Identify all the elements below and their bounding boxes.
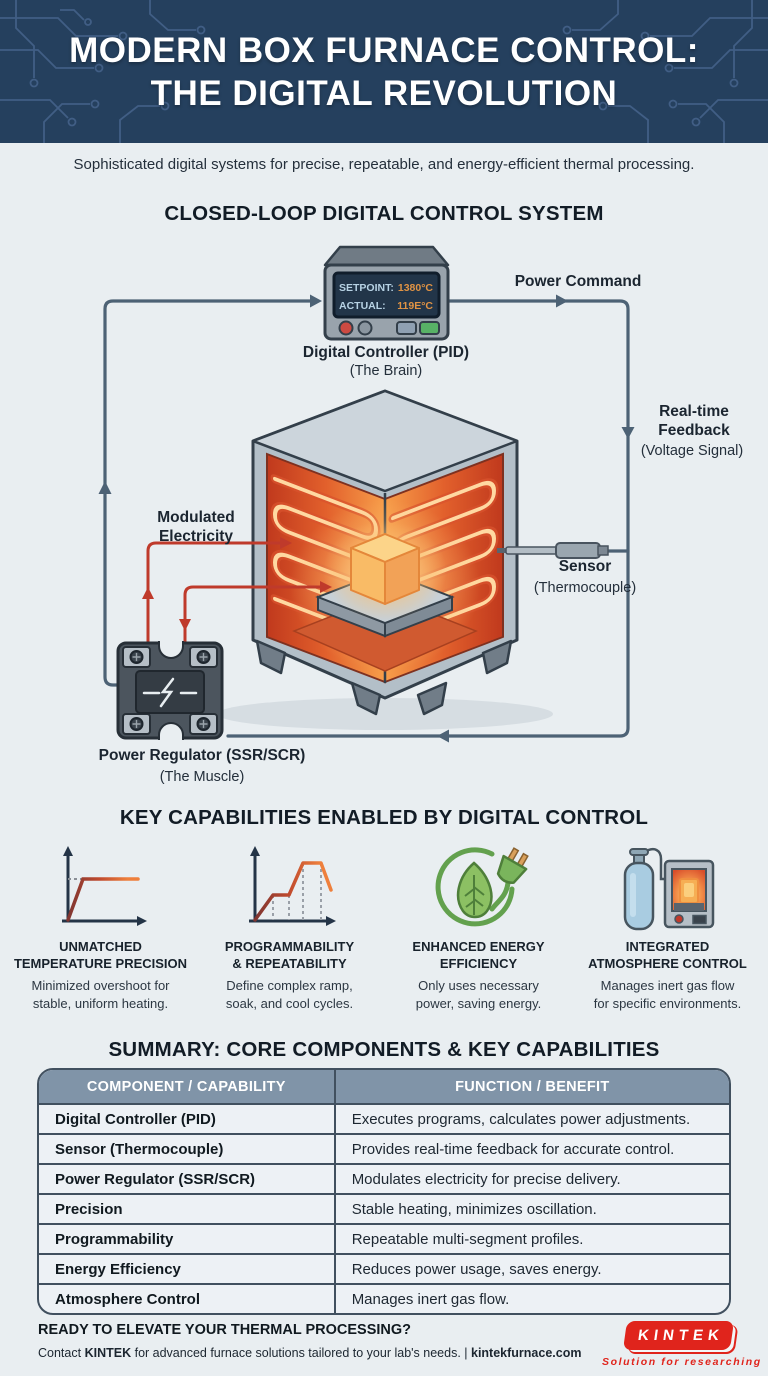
red-arrowheads [142, 537, 332, 631]
control-loop-diagram: SETPOINT: 1380°C ACTUAL: 119E°C [98, 245, 743, 785]
actual-value: 119E°C [397, 300, 433, 312]
setpoint-label: SETPOINT: [339, 282, 394, 294]
loop-arrowheads [98, 294, 635, 743]
table-header-row: COMPONENT / CAPABILITY FUNCTION / BENEFI… [39, 1070, 729, 1103]
website-link[interactable]: kintekfurnace.com [471, 1346, 582, 1360]
feedback-label-line1: Real-time [659, 403, 729, 420]
capability-desc: Define complex ramp,soak, and cool cycle… [225, 978, 354, 1011]
table-row: Sensor (Thermocouple) Provides real-time… [39, 1133, 729, 1163]
page-title: MODERN BOX FURNACE CONTROL: THE DIGITAL … [0, 29, 768, 115]
capability-card-programmability: PROGRAMMABILITY& REPEATABILITY Define co… [195, 842, 384, 1012]
controller-gray-key[interactable] [396, 321, 417, 335]
capability-title: PROGRAMMABILITY& REPEATABILITY [224, 939, 355, 971]
gas-cylinder-furnace-icon [579, 842, 756, 936]
benefit-cell: Modulates electricity for precise delive… [351, 1170, 621, 1188]
kintek-logo-tagline: Solution for researching [602, 1356, 762, 1368]
component-cell: Sensor (Thermocouple) [39, 1135, 336, 1163]
footer-headline: READY TO ELEVATE YOUR THERMAL PROCESSING… [38, 1322, 412, 1338]
ssr-regulator-illustration [116, 641, 224, 740]
intro-subtitle: Sophisticated digital systems for precis… [73, 156, 695, 173]
controller-round-button[interactable] [357, 320, 373, 336]
benefit-cell: Repeatable multi-segment profiles. [351, 1230, 584, 1248]
controller-name-label: Digital Controller (PID) [303, 344, 469, 361]
precision-chart-icon [12, 842, 189, 936]
kintek-logo-wordmark: KINTEK [622, 1321, 734, 1350]
benefit-cell: Reduces power usage, saves energy. [351, 1260, 602, 1278]
column-header-function: FUNCTION / BENEFIT [455, 1078, 610, 1095]
footer-contact-line: Contact KINTEK for advanced furnace solu… [38, 1346, 581, 1360]
table-row: Digital Controller (PID) Executes progra… [39, 1103, 729, 1133]
benefit-cell: Executes programs, calculates power adju… [351, 1110, 691, 1128]
page-title-line1: MODERN BOX FURNACE CONTROL: [69, 31, 699, 70]
capabilities-section-heading: KEY CAPABILITIES ENABLED BY DIGITAL CONT… [119, 806, 649, 829]
component-cell: Programmability [39, 1225, 336, 1253]
component-cell: Power Regulator (SSR/SCR) [39, 1165, 336, 1193]
feedback-label-line2: Feedback [658, 422, 730, 439]
contact-prefix: Contact [38, 1346, 82, 1360]
component-cell: Atmosphere Control [39, 1285, 336, 1313]
feedback-sub-label: (Voltage Signal) [641, 443, 743, 459]
sensor-sub-label: (Thermocouple) [534, 580, 636, 596]
power-command-label: Power Command [515, 273, 642, 290]
page-title-line2: THE DIGITAL REVOLUTION [150, 74, 618, 113]
modulated-label-line2: Electricity [159, 528, 233, 545]
table-row: Energy Efficiency Reduces power usage, s… [39, 1253, 729, 1283]
regulator-sub-label: (The Muscle) [160, 769, 245, 785]
component-cell: Digital Controller (PID) [39, 1105, 336, 1133]
table-row: Precision Stable heating, minimizes osci… [39, 1193, 729, 1223]
header-banner: MODERN BOX FURNACE CONTROL: THE DIGITAL … [0, 0, 768, 143]
workpiece-cube [350, 533, 420, 605]
summary-section-heading: SUMMARY: CORE COMPONENTS & KEY CAPABILIT… [108, 1038, 660, 1061]
regulator-label: Power Regulator (SSR/SCR) [99, 747, 306, 764]
ramp-profile-chart-icon [201, 842, 378, 936]
thermocouple-probe [497, 542, 609, 559]
brand-name: KINTEK [84, 1346, 132, 1360]
circuit-pattern-icon [0, 0, 768, 143]
benefit-cell: Manages inert gas flow. [351, 1290, 510, 1308]
furnace-legs [255, 639, 513, 716]
table-row: Power Regulator (SSR/SCR) Modulates elec… [39, 1163, 729, 1193]
controller-green-key[interactable] [419, 321, 440, 335]
sensor-label: Sensor [559, 558, 612, 575]
actual-label: ACTUAL: [339, 300, 386, 312]
modulated-label-line1: Modulated [157, 509, 235, 526]
table-row: Programmability Repeatable multi-segment… [39, 1223, 729, 1253]
contact-middle: for advanced furnace solutions tailored … [134, 1346, 468, 1360]
box-furnace-illustration [217, 389, 553, 730]
setpoint-value: 1380°C [398, 282, 434, 294]
kintek-logo: KINTEK Solution for researching [602, 1321, 762, 1368]
modulated-electricity-lines [146, 541, 326, 647]
diagram-section-heading: CLOSED-LOOP DIGITAL CONTROL SYSTEM [164, 202, 604, 225]
summary-table: COMPONENT / CAPABILITY FUNCTION / BENEFI… [37, 1068, 731, 1315]
controller-role-label: (The Brain) [350, 363, 423, 379]
pid-controller-illustration: SETPOINT: 1380°C ACTUAL: 119E°C [323, 245, 450, 341]
benefit-cell: Provides real-time feedback for accurate… [351, 1140, 675, 1158]
controller-red-button[interactable] [338, 320, 354, 336]
column-header-component: COMPONENT / CAPABILITY [39, 1070, 336, 1103]
relay-switch-symbol [142, 677, 198, 708]
component-cell: Energy Efficiency [39, 1255, 336, 1283]
benefit-cell: Stable heating, minimizes oscillation. [351, 1200, 597, 1218]
component-cell: Precision [39, 1195, 336, 1223]
eco-leaf-plug-icon [390, 842, 567, 936]
table-row: Atmosphere Control Manages inert gas flo… [39, 1283, 729, 1313]
